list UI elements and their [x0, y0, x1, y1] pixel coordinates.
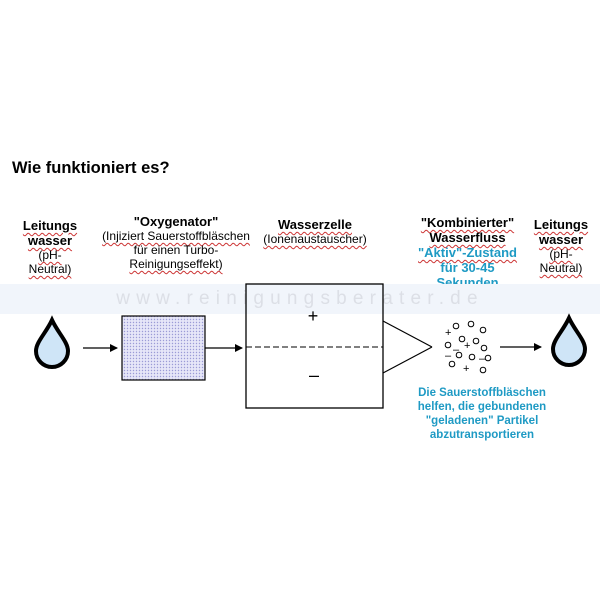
converge-line-top	[382, 320, 433, 348]
oxygenator-label: "Oxygenator" (Injiziert Sauerstoffbläsch…	[96, 214, 256, 271]
oxygenator-desc2: für einen Turbo-	[133, 243, 219, 257]
svg-text:–: –	[445, 350, 452, 362]
bubbles-note: Die Sauerstoffbläschen helfen, die gebun…	[392, 386, 572, 442]
note-line4: abzutransportieren	[429, 429, 535, 441]
left-water-drop-icon	[33, 315, 71, 369]
watermark: www.reinigungsberater.de	[116, 288, 484, 309]
right-label-sub2: Neutral)	[539, 261, 583, 275]
wasserzelle-label: Wasserzelle (Ionenaustauscher)	[250, 217, 380, 246]
wasserzelle-box	[245, 283, 384, 409]
oxygenator-desc1: (Injiziert Sauerstoffbläschen	[102, 229, 250, 243]
right-label-sub1: (pH-	[549, 247, 573, 261]
left-water-label: Leitungs wasser (pH- Neutral)	[14, 218, 86, 276]
combined-line1: "Kombinierter"	[420, 215, 515, 230]
note-line1: Die Sauerstoffbläschen	[418, 387, 546, 399]
watermark-band	[0, 284, 600, 314]
oxygenator-name: "Oxygenator"	[133, 214, 219, 229]
wasserzelle-name: Wasserzelle	[278, 217, 352, 232]
wasserzelle-desc: (Ionenaustauscher)	[263, 232, 367, 246]
particle-charges: + – + – + –	[445, 327, 486, 375]
left-label-line1: Leitungs	[22, 218, 78, 233]
oxygenator-box	[121, 315, 206, 381]
right-label-line1: Leitungs	[533, 217, 589, 232]
page-title: Wie funktioniert es?	[12, 159, 170, 177]
minus-sign: –	[309, 365, 319, 385]
svg-text:+: +	[445, 327, 451, 339]
svg-text:–: –	[453, 344, 460, 356]
converge-line-bottom	[382, 346, 433, 374]
plus-sign: +	[308, 306, 319, 326]
svg-text:–: –	[479, 353, 486, 365]
left-label-sub2: Neutral)	[28, 262, 72, 276]
svg-text:+: +	[463, 363, 469, 375]
combined-line2: Wasserfluss	[429, 230, 506, 245]
particle-cluster	[444, 320, 492, 374]
note-line3: "geladenen" Partikel	[425, 415, 539, 427]
right-water-label: Leitungs wasser (pH- Neutral)	[525, 217, 597, 275]
left-label-sub1: (pH-	[38, 248, 62, 262]
svg-text:+: +	[464, 340, 470, 352]
note-line2: helfen, die gebundenen	[417, 401, 547, 413]
left-label-line2: wasser	[27, 233, 73, 248]
combined-line4: für 30-45	[440, 260, 495, 275]
oxygenator-desc3: Reinigungseffekt)	[129, 257, 223, 271]
right-label-line2: wasser	[538, 232, 584, 247]
combined-line3: "Aktiv"-Zustand	[418, 245, 517, 260]
right-water-drop-icon	[550, 313, 588, 367]
